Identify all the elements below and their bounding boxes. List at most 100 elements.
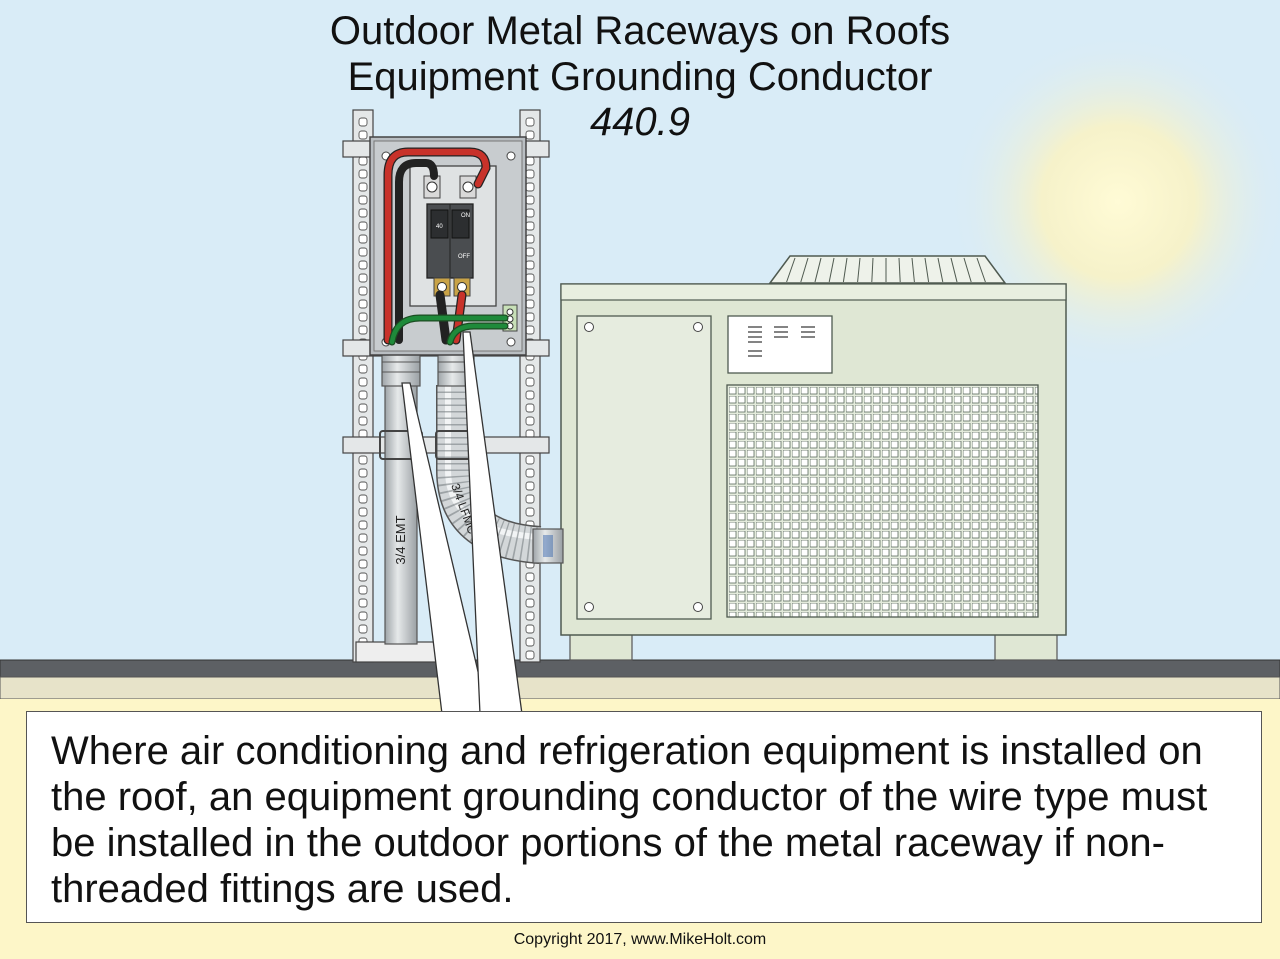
- strut-slot: [525, 247, 535, 257]
- callout-text: Where air conditioning and refrigeration…: [51, 729, 1208, 911]
- strut-slot: [525, 117, 535, 127]
- fan-guard-bar: [814, 257, 822, 283]
- strut-slot: [525, 572, 535, 582]
- emt-label: 3/4 EMT: [393, 515, 408, 564]
- strut-slot: [358, 455, 368, 465]
- fan-guard-bar: [911, 257, 915, 283]
- strut-slot: [358, 494, 368, 504]
- strut-slot: [525, 286, 535, 296]
- strut-slot: [358, 234, 368, 244]
- callout-pointers: [401, 331, 523, 715]
- strut-slot: [525, 598, 535, 608]
- condenser-coil-grille: [726, 384, 1039, 618]
- egc-emt-wire: [389, 315, 508, 345]
- fan-guard-bar: [924, 257, 930, 283]
- fan-guard-bar: [828, 257, 835, 283]
- code-section: 440.9: [589, 100, 691, 144]
- strut-slot: [525, 416, 535, 426]
- unit-foot-right: [994, 631, 1058, 661]
- strut-slot: [525, 221, 535, 231]
- strut-foot: [355, 641, 437, 663]
- strut-slot: [358, 598, 368, 608]
- strut-slot: [525, 234, 535, 244]
- strut-slot: [358, 286, 368, 296]
- strut-slot: [525, 130, 535, 140]
- strut-slot: [525, 403, 535, 413]
- strut-slot: [525, 637, 535, 647]
- strut-slot: [358, 585, 368, 595]
- strut-slot: [525, 481, 535, 491]
- strut-slot: [358, 403, 368, 413]
- breaker-handle-left[interactable]: [430, 209, 449, 239]
- strut-slot: [358, 182, 368, 192]
- fan-guard-bar: [857, 257, 861, 283]
- strut-slot: [525, 208, 535, 218]
- strut-slot: [525, 260, 535, 270]
- strut-slot: [525, 650, 535, 660]
- strut-slot: [525, 494, 535, 504]
- strut-slot: [358, 169, 368, 179]
- strut-slot: [525, 156, 535, 166]
- strut-slot: [525, 390, 535, 400]
- strut-slot: [358, 416, 368, 426]
- strut-slot: [525, 455, 535, 465]
- strut-slot: [358, 468, 368, 478]
- strut-slot: [525, 624, 535, 634]
- callout-box: Where air conditioning and refrigeration…: [26, 711, 1262, 923]
- fan-guard-bar: [937, 257, 944, 283]
- strut-slot: [358, 312, 368, 322]
- strut-slot: [358, 156, 368, 166]
- strut-slot: [358, 325, 368, 335]
- strut-frame: [342, 109, 550, 663]
- page-subtitle: Equipment Grounding Conductor: [347, 55, 933, 99]
- strut-slot: [525, 299, 535, 309]
- strut-slot: [358, 221, 368, 231]
- breaker-off-label: OFF: [458, 254, 470, 260]
- supply-black-wire: [395, 159, 438, 344]
- ac-unit: [560, 255, 1067, 661]
- strut-slot: [525, 312, 535, 322]
- lfmc-connector-unit: [532, 528, 564, 564]
- fan-guard-bar: [976, 257, 986, 283]
- strut-slot: [358, 390, 368, 400]
- breaker-on-label: ON: [461, 213, 470, 219]
- strut-slot: [525, 377, 535, 387]
- lfmc-connector-gasket: [543, 535, 553, 557]
- strut-slot: [525, 195, 535, 205]
- strut-slot: [358, 520, 368, 530]
- unit-top-lip: [560, 283, 1067, 301]
- strut-slot: [358, 364, 368, 374]
- strut-slot: [358, 507, 368, 517]
- page-title: Outdoor Metal Raceways on Roofs: [329, 9, 951, 53]
- panel-screws: [584, 322, 703, 612]
- fan-guard-bar: [950, 257, 958, 283]
- strut-slot: [358, 572, 368, 582]
- strut-slot: [525, 507, 535, 517]
- strut-slot: [525, 611, 535, 621]
- strut-slot: [358, 481, 368, 491]
- fan-guard: [768, 255, 1007, 284]
- strut-slot: [358, 546, 368, 556]
- fan-guard-bar: [898, 257, 901, 283]
- egc-lfmc-wire: [447, 323, 508, 345]
- roof-surface: [0, 676, 1280, 700]
- strut-slot: [358, 130, 368, 140]
- strut-slot: [358, 208, 368, 218]
- strut-slot: [358, 559, 368, 569]
- strut-slot: [358, 299, 368, 309]
- conductors: [383, 147, 509, 346]
- strut-slot: [358, 195, 368, 205]
- strut-slot: [525, 364, 535, 374]
- breaker-handle-right[interactable]: [451, 209, 470, 239]
- strut-slot: [358, 273, 368, 283]
- roof-edge: [0, 659, 1280, 678]
- strut-slot: [358, 260, 368, 270]
- fan-guard-bar: [963, 257, 972, 283]
- supply-red-wire: [384, 148, 490, 344]
- strut-slot: [358, 624, 368, 634]
- unit-foot-left: [569, 631, 633, 661]
- fan-guard-bar: [842, 257, 848, 283]
- fan-guard-bar: [871, 257, 874, 283]
- strut-slot: [358, 611, 368, 621]
